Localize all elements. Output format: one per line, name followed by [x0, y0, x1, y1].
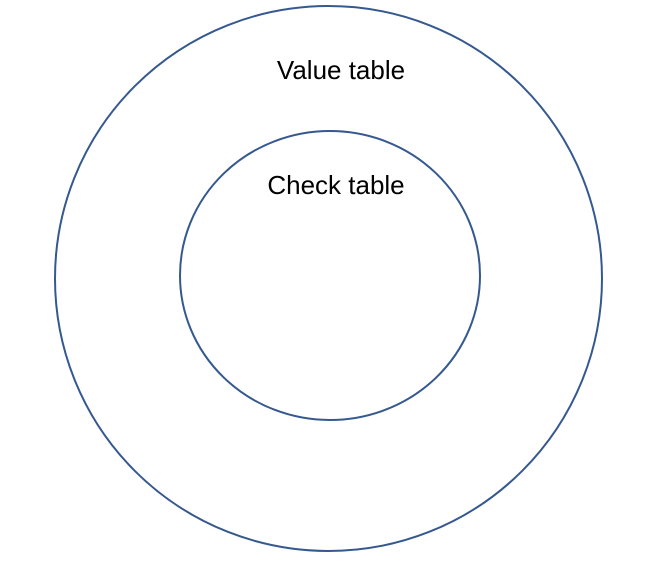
outer-circle-label: Value table: [276, 55, 406, 85]
inner-circle: [179, 130, 481, 421]
inner-circle-label: Check table: [267, 170, 405, 200]
outer-circle: [54, 5, 603, 552]
